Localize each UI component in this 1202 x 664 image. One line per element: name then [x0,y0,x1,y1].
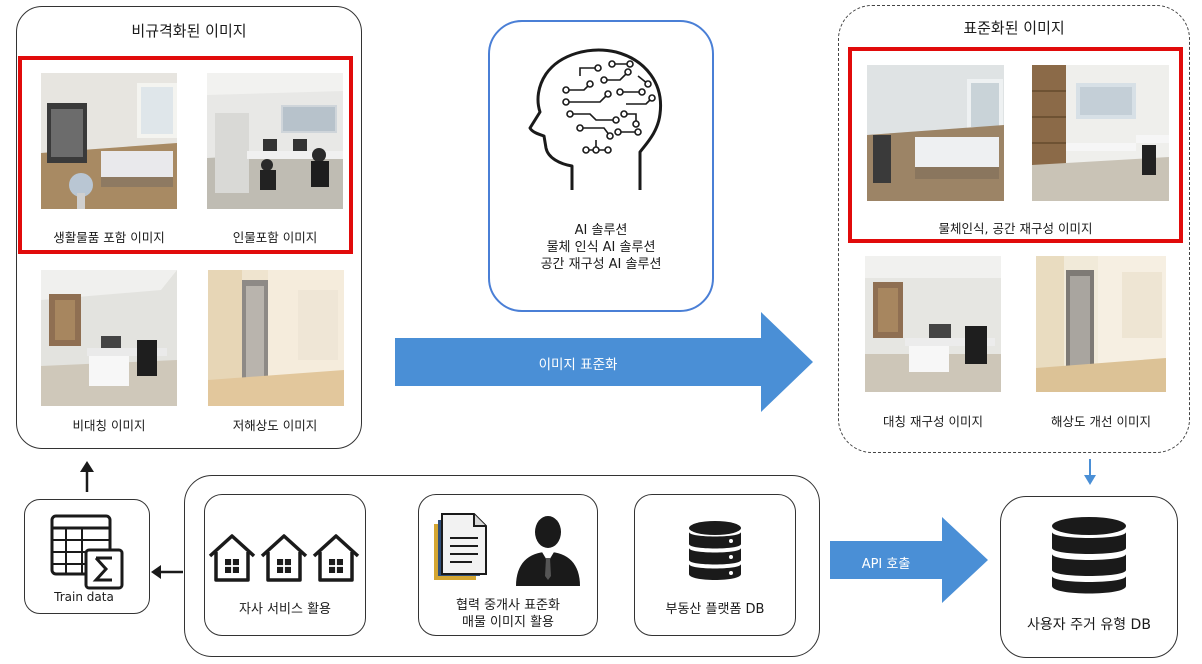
database-icon [688,520,742,582]
document-person-icon [432,510,584,588]
brain-circuit-head-icon [520,40,672,200]
standardized-images-title: 표준화된 이미지 [963,19,1065,37]
non-standard-highlight-frame [18,56,353,254]
ai-line-2: 물체 인식 AI 솔루션 [546,240,656,255]
photo-reconstructed-office [1032,65,1169,201]
caption-asymmetric: 비대칭 이미지 [72,418,146,433]
api-call-arrow [830,517,988,603]
photo-symmetric-reconstruction [865,256,1001,392]
photo-with-people [207,73,343,209]
caption-low-resolution: 저해상도 이미지 [232,418,318,433]
train-data-label: Train data [54,590,114,604]
caption-household-items: 생활물품 포함 이미지 [53,230,165,245]
source-partner-broker-label: 협력 중개사 표준화 매물 이미지 활용 [418,597,598,631]
photo-asymmetric [41,270,177,406]
ai-solution-panel [488,20,714,312]
image-standardization-label: 이미지 표준화 [538,357,618,373]
photo-low-resolution [208,270,344,406]
photo-resolution-improved [1036,256,1166,392]
source-partner-broker-line2: 매물 이미지 활용 [462,615,554,630]
caption-with-people: 인물포함 이미지 [232,230,318,245]
source-real-estate-db-label: 부동산 플랫폼 DB [665,602,765,617]
ai-line-3: 공간 재구성 AI 솔루션 [540,257,662,272]
non-standard-images-title: 비규격화된 이미지 [131,22,247,40]
user-housing-db-label: 사용자 주거 유형 DB [1027,617,1151,633]
source-company-service-label: 자사 서비스 활용 [239,602,331,617]
spreadsheet-sum-icon [50,514,128,590]
photo-household-items [41,73,177,209]
caption-resolution-improved: 해상도 개선 이미지 [1051,414,1151,429]
caption-symmetric-reconstruction: 대칭 재구성 이미지 [883,414,983,429]
photo-reconstructed-bedroom [867,65,1004,201]
ai-line-1: AI 솔루션 [574,223,628,238]
ai-solution-text: AI 솔루션 물체 인식 AI 솔루션 공간 재구성 AI 솔루션 [488,222,714,273]
source-real-estate-db [634,494,796,636]
source-partner-broker-line1: 협력 중개사 표준화 [456,598,560,613]
caption-object-space-reconstruction: 물체인식, 공간 재구성 이미지 [938,221,1093,236]
standardized-highlight-frame [848,47,1183,243]
left-arrow-to-train-data [151,564,183,579]
houses-icon [206,532,362,584]
api-call-label: API 호출 [861,557,911,572]
up-arrow-to-non-standard [79,460,95,492]
image-standardization-arrow [395,312,813,412]
user-db-icon [1050,516,1128,596]
down-arrow-to-db [1082,459,1098,487]
